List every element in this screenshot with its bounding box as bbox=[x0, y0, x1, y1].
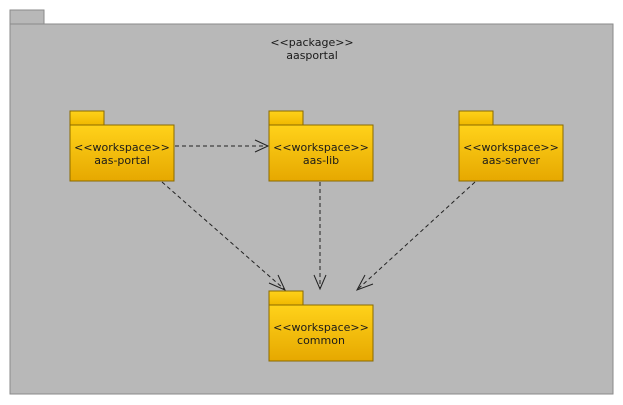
dependency-portal-to-common[interactable] bbox=[161, 181, 287, 291]
package-stereotype: <<package>> bbox=[270, 36, 354, 49]
package-tab bbox=[9, 9, 45, 25]
workspace-tab bbox=[268, 110, 304, 126]
workspace-name: aas-server bbox=[481, 154, 540, 167]
workspace-name: aas-lib bbox=[302, 154, 340, 167]
workspace-body bbox=[268, 124, 374, 182]
workspace-body bbox=[69, 124, 175, 182]
workspace-aas-server[interactable] bbox=[458, 110, 564, 182]
dependency-lib-to-common[interactable] bbox=[313, 182, 327, 291]
dependency-server-to-common[interactable] bbox=[355, 181, 476, 291]
workspace-tab bbox=[458, 110, 494, 126]
workspace-stereotype: <<workspace>> bbox=[273, 321, 369, 334]
workspace-stereotype: <<workspace>> bbox=[463, 141, 559, 154]
package-name: aasportal bbox=[286, 49, 338, 62]
workspace-name: common bbox=[297, 334, 345, 347]
workspace-stereotype: <<workspace>> bbox=[74, 141, 170, 154]
workspace-body bbox=[458, 124, 564, 182]
workspace-body bbox=[268, 304, 374, 362]
workspace-tab bbox=[268, 290, 304, 306]
workspace-stereotype: <<workspace>> bbox=[273, 141, 369, 154]
workspace-aas-portal[interactable] bbox=[69, 110, 175, 182]
dependency-portal-to-lib[interactable] bbox=[175, 139, 270, 153]
workspace-aas-lib[interactable] bbox=[268, 110, 374, 182]
workspace-tab bbox=[69, 110, 105, 126]
workspace-name: aas-portal bbox=[94, 154, 150, 167]
workspace-common[interactable] bbox=[268, 290, 374, 362]
